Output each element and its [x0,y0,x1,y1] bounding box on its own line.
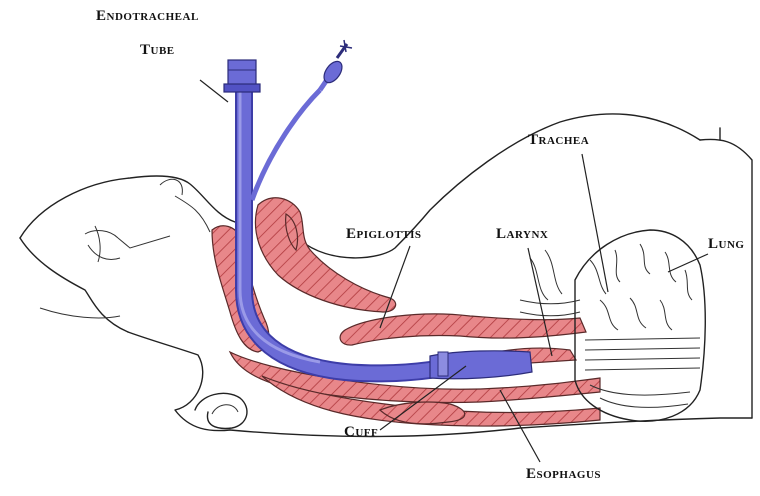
label-endotracheal: Endotracheal [96,8,199,25]
label-cuff: Cuff [344,424,378,441]
label-trachea: Trachea [528,132,589,149]
label-esophagus: Esophagus [526,466,601,483]
pilot-line [252,90,320,200]
ear [195,393,247,428]
eye [85,231,118,238]
label-epiglottis: Epiglottis [346,226,422,243]
label-lung: Lung [708,236,744,253]
label-larynx: Larynx [496,226,548,243]
label-tube: Tube [140,42,175,59]
